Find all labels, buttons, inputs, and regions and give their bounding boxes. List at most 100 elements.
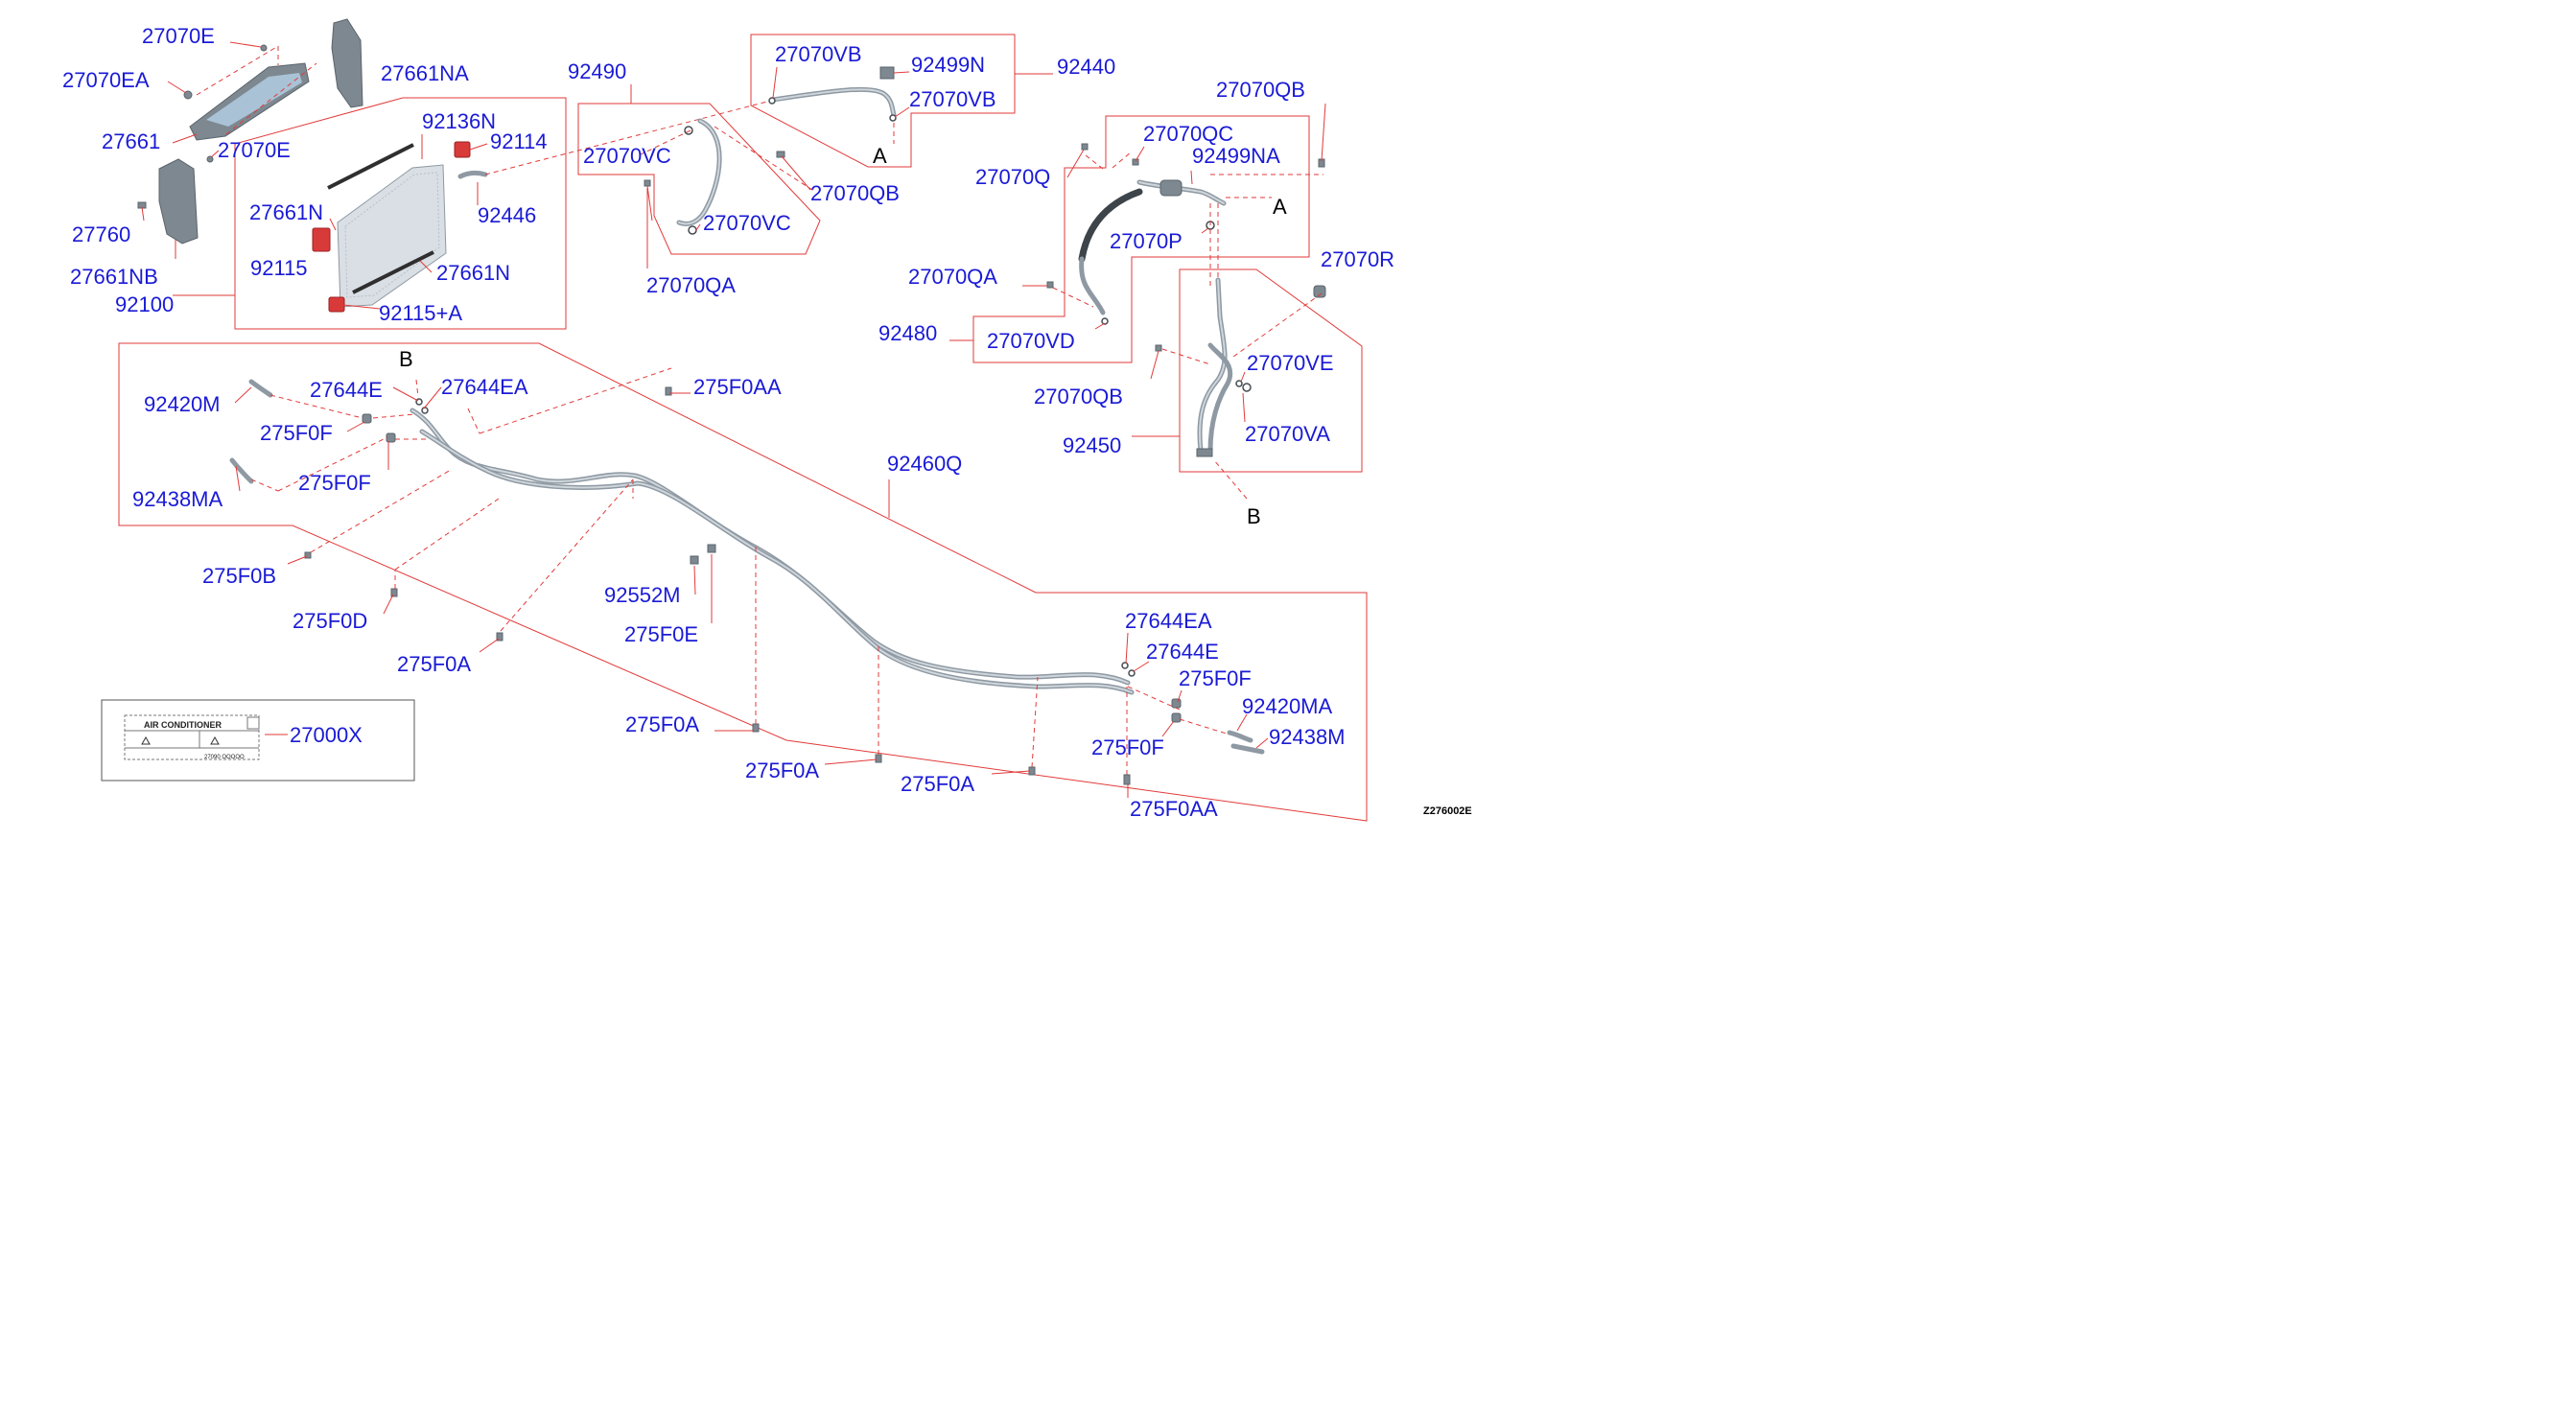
label-27000X: 27000X (290, 723, 363, 747)
label-27070QB-92450: 27070QB (1034, 385, 1123, 408)
label-27644E-front: 27644E (310, 378, 383, 402)
label-27661: 27661 (102, 129, 160, 153)
main-pipe-92460Q (229, 379, 1265, 785)
label-27070QA-92490: 27070QA (646, 273, 736, 297)
clip-27070E-mid (206, 155, 214, 163)
label-27070QB-92490: 27070QB (810, 181, 900, 205)
leaders-92480 (1022, 103, 1326, 330)
label-27070VD: 27070VD (987, 329, 1075, 353)
marker-a-92440: A (873, 144, 887, 168)
clip-27070E-top (260, 44, 268, 52)
label-27070VC-upper: 27070VC (583, 144, 671, 168)
label-92552M: 92552M (604, 583, 681, 607)
label-plate-title: AIR CONDITIONER (144, 720, 222, 730)
label-275F0E: 275F0E (624, 622, 698, 646)
label-plate-27000X: AIR CONDITIONER 27090 OOOOO (101, 699, 415, 781)
label-275F0F-b: 275F0F (298, 471, 371, 495)
condenser-core (337, 164, 447, 308)
label-27070VE: 27070VE (1247, 351, 1334, 375)
label-27070P: 27070P (1110, 229, 1183, 253)
label-27070E-mid: 27070E (218, 138, 291, 162)
label-275F0B: 275F0B (202, 564, 276, 588)
label-27070QB-92480: 27070QB (1216, 78, 1305, 102)
leaders-front-end (141, 41, 317, 259)
label-92438M: 92438M (1269, 725, 1346, 749)
label-27070R: 27070R (1321, 247, 1394, 271)
label-275F0A-d: 275F0A (901, 772, 974, 796)
label-27070QA-92480: 27070QA (908, 265, 997, 289)
label-275F0AA-front: 275F0AA (693, 375, 782, 399)
label-27644E-rear: 27644E (1146, 640, 1219, 664)
label-275F0A-c: 275F0A (745, 758, 819, 782)
hose-92480 (1046, 143, 1325, 325)
ac-piping-parts-diagram: AIR CONDITIONER 27090 OOOOO A A B B 2707… (0, 0, 1484, 827)
seal-strip-27661N-upper (327, 143, 414, 190)
label-92446: 92446 (478, 203, 536, 227)
label-275F0D: 275F0D (293, 609, 367, 633)
label-27661N-upper: 27661N (249, 200, 323, 224)
label-92499NA: 92499NA (1192, 144, 1280, 168)
group-box-92450 (1132, 268, 1363, 473)
label-27644EA-front: 27644EA (441, 375, 528, 399)
label-92440: 92440 (1057, 55, 1115, 79)
label-92136N: 92136N (422, 109, 496, 133)
label-27070VB-lower: 27070VB (909, 87, 996, 111)
label-92420MA: 92420MA (1242, 694, 1333, 718)
seal-strip-27661N-lower (352, 250, 434, 294)
label-92115: 92115 (250, 256, 308, 280)
side-seal-27661NB (158, 158, 199, 245)
label-275F0AA-rear: 275F0AA (1130, 797, 1218, 821)
label-27070E-top: 27070E (142, 24, 215, 48)
marker-b-92450: B (1247, 504, 1261, 528)
leaders-92490 (638, 126, 816, 268)
label-27661NB: 27661NB (70, 265, 158, 289)
air-guide-upper-27661 (189, 62, 310, 141)
label-92100: 92100 (115, 292, 174, 316)
leaders-condenser (316, 101, 768, 310)
group-box-92100 (173, 97, 567, 330)
label-92420M: 92420M (144, 392, 221, 416)
leaders-92460Q (234, 367, 1269, 798)
group-box-92460Q (118, 342, 1368, 822)
label-27070VC-lower: 27070VC (703, 211, 791, 235)
label-92438MA: 92438MA (132, 487, 223, 511)
label-27661NA: 27661NA (381, 61, 469, 85)
label-92115A: 92115+A (379, 301, 462, 325)
label-92460Q: 92460Q (887, 452, 962, 476)
label-27760: 27760 (72, 222, 130, 246)
bracket-92115A (328, 296, 345, 313)
label-27070EA: 27070EA (62, 68, 150, 92)
leaders-92440 (772, 66, 910, 144)
label-92114: 92114 (490, 129, 548, 153)
label-plate-code: 27090 OOOOO (204, 755, 245, 760)
label-92480: 92480 (878, 321, 937, 345)
bracket-92114 (454, 141, 471, 158)
label-275F0F-c: 275F0F (1179, 666, 1252, 690)
leaders-92450 (1150, 292, 1323, 500)
label-27070VA: 27070VA (1245, 422, 1330, 446)
label-92490: 92490 (568, 59, 626, 83)
label-27661N-lower: 27661N (436, 261, 510, 285)
label-92499N: 92499N (911, 53, 985, 77)
label-275F0A-a: 275F0A (397, 652, 471, 676)
group-box-92490 (577, 84, 821, 255)
hose-92490 (644, 118, 785, 235)
drawing-code: Z276002E (1423, 805, 1472, 817)
label-275F0F-d: 275F0F (1091, 735, 1164, 759)
part-labels: 27070E 27070EA 27661NA 27661 27070E 2776… (62, 24, 1394, 821)
bracket-92115 (312, 227, 331, 252)
hose-92440 (768, 66, 897, 122)
label-27070VB-upper: 27070VB (775, 42, 862, 66)
label-27070QC: 27070QC (1143, 122, 1233, 146)
marker-b-92460Q: B (399, 347, 413, 371)
label-27644EA-rear: 27644EA (1125, 609, 1212, 633)
group-box-92440 (750, 34, 1053, 168)
label-27070Q: 27070Q (975, 165, 1050, 189)
group-box-92480 (949, 115, 1310, 363)
hose-92450 (1155, 277, 1326, 457)
label-275F0A-b: 275F0A (625, 712, 699, 736)
marker-a-92480: A (1273, 195, 1287, 219)
label-92450: 92450 (1063, 433, 1121, 457)
side-seal-27661NA (331, 18, 363, 108)
pipe-92446 (457, 170, 488, 179)
